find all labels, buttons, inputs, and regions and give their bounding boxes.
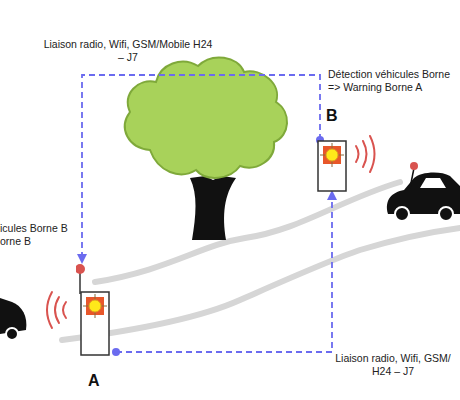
beacon-light bbox=[326, 149, 338, 161]
car-antenna-tip bbox=[410, 162, 418, 170]
post-letter: B bbox=[326, 107, 338, 125]
left-car bbox=[0, 298, 26, 340]
beacon-post-outline bbox=[318, 141, 346, 191]
car-wheel bbox=[6, 328, 18, 340]
beacon-shape bbox=[317, 140, 347, 192]
radio-waves-b bbox=[356, 136, 375, 172]
radio-link bbox=[116, 192, 332, 352]
detection-note: Détection véhicules Borne => Warning Bor… bbox=[328, 68, 460, 94]
tree-trunk bbox=[190, 176, 236, 240]
beacon-shape bbox=[76, 262, 110, 356]
detection-note-cropped: icules Borne B orne B bbox=[0, 222, 78, 248]
car-wheel bbox=[395, 207, 409, 221]
lower-road bbox=[62, 228, 460, 340]
link-label: Liaison radio, Wifi, GSM/ H24 – J7 bbox=[326, 352, 460, 378]
beacon-post: B bbox=[317, 140, 347, 192]
radio-link bbox=[82, 75, 320, 262]
tree-canopy bbox=[125, 57, 287, 177]
beacon-antenna-tip bbox=[76, 264, 85, 274]
radio-waves-a bbox=[47, 292, 66, 328]
beacon-light-base bbox=[323, 146, 341, 164]
beacon-post-outline bbox=[81, 292, 109, 355]
upper-road bbox=[95, 182, 400, 282]
beacon-post: A bbox=[76, 262, 110, 356]
car-wheel bbox=[439, 207, 453, 221]
link-label: Liaison radio, Wifi, GSM/Mobile H24 – J7 bbox=[40, 38, 216, 64]
car-window bbox=[420, 178, 446, 188]
beacon-light-base bbox=[86, 297, 104, 315]
car-antenna bbox=[410, 168, 414, 188]
post-letter: A bbox=[88, 372, 100, 390]
right-car bbox=[387, 162, 460, 221]
beacon-light bbox=[89, 300, 101, 312]
tree bbox=[125, 57, 287, 240]
